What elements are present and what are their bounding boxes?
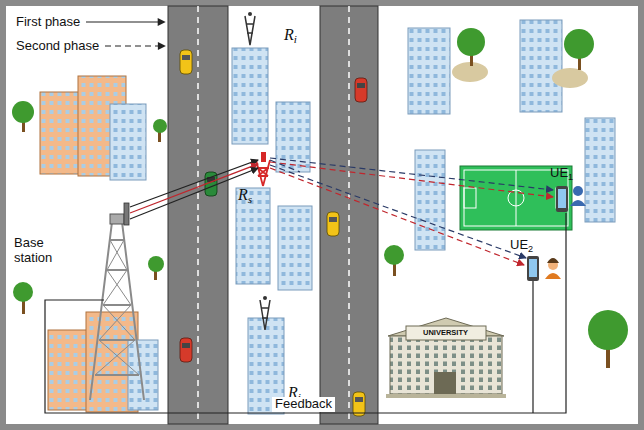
legend-text: Second phase: [16, 38, 99, 53]
relay-label: Rs: [238, 186, 252, 206]
legend-row: Second phase: [16, 38, 170, 53]
legend-row: First phase: [16, 14, 170, 29]
relay-label: Ri: [284, 26, 297, 46]
legend-line-sample: [105, 41, 170, 51]
feedback-label: Feedback: [272, 397, 335, 412]
legend-text: First phase: [16, 14, 80, 29]
user-label: UE1: [550, 166, 573, 182]
base-station-label: Base station: [14, 236, 76, 266]
user-label: UE2: [510, 238, 533, 254]
legend-line-sample: [86, 17, 170, 27]
building-sign: UNIVERSITY: [423, 329, 468, 338]
